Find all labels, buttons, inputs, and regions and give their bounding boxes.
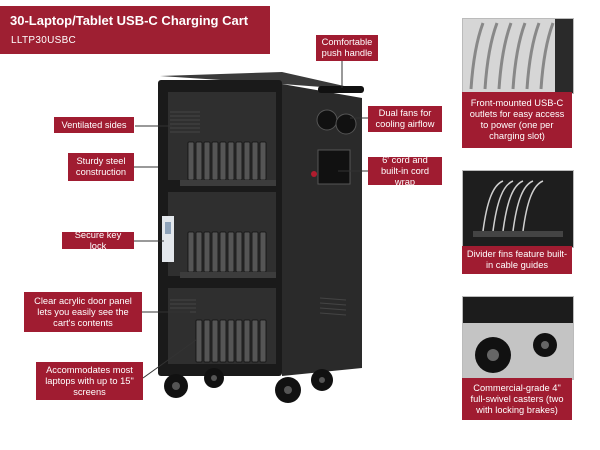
laptop-slots-bottom (195, 319, 267, 363)
callout-acrylic-door: Clear acrylic door panel lets you easily… (24, 292, 142, 332)
power-indicator (311, 171, 317, 177)
header-banner: 30-Laptop/Tablet USB-C Charging Cart LLT… (0, 6, 270, 54)
laptop-slots-top (187, 141, 267, 181)
shelf-1 (180, 180, 276, 186)
vent-grill (170, 111, 200, 313)
callout-key-lock: Secure key lock (62, 230, 134, 251)
callout-dual-fans: Dual fans for cooling airflow (368, 106, 442, 132)
callout-steel-construction: Sturdy steel construction (68, 153, 134, 181)
callout-usbc-outlets: Front-mounted USB-C outlets for easy acc… (462, 92, 572, 148)
callout-push-handle: Comfortable push handle (316, 35, 378, 61)
fan-left-icon (316, 109, 338, 131)
callout-casters: Commercial-grade 4" full-swivel casters … (462, 378, 572, 420)
callout-laptop-size: Accommodates most laptops with up to 15"… (36, 362, 143, 400)
callout-divider-fins: Divider fins feature built-in cable guid… (462, 246, 572, 274)
product-title: 30-Laptop/Tablet USB-C Charging Cart (10, 13, 249, 28)
casters-image (463, 297, 573, 379)
cord-wrap (317, 149, 351, 185)
divider-fins-image (463, 171, 573, 247)
usbc-outlets-image (463, 19, 573, 93)
callout-ventilated-sides: Ventilated sides (54, 117, 134, 133)
side-vents (319, 297, 347, 316)
shelf-2 (180, 272, 276, 278)
photo-divider-fins (462, 170, 574, 248)
key-lock-icon (165, 222, 171, 234)
laptop-slots-middle (187, 231, 267, 273)
photo-casters (462, 296, 574, 380)
product-sku: LLTP30USBC (11, 35, 77, 46)
callout-cord-wrap: 6' cord and built-in cord wrap (368, 155, 442, 187)
fan-right-icon (335, 113, 357, 135)
push-handle (318, 86, 364, 93)
callout-leader-lines (133, 60, 368, 379)
photo-usbc-outlets (462, 18, 574, 94)
